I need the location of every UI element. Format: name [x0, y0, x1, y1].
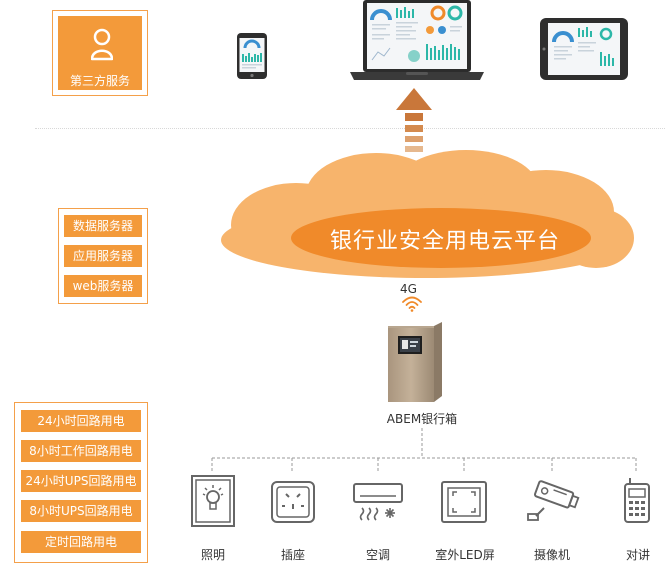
abem-cabinet-label: ABEM银行箱: [386, 412, 458, 426]
device-label-led-screen: 室外LED屏: [435, 548, 495, 562]
network-4g-label: 4G: [400, 282, 417, 296]
intercom-icon: [624, 478, 650, 523]
device-label-air-conditioner: 空调: [365, 548, 390, 562]
data-server-item[interactable]: 数据服务器: [64, 215, 142, 237]
tablet-device-icon: [540, 18, 628, 80]
section-divider: [35, 128, 665, 129]
device-label-lighting: 照明: [200, 548, 225, 562]
led-screen-icon: [441, 481, 487, 523]
web-server-item[interactable]: web服务器: [64, 275, 142, 297]
camera-icon: [527, 480, 580, 521]
circuit-item[interactable]: 24小时UPS回路用电: [21, 470, 141, 492]
circuit-item[interactable]: 定时回路用电: [21, 531, 141, 553]
wifi-signal-icon: [402, 296, 422, 312]
upload-arrow-icon: [396, 88, 432, 152]
server-group: 数据服务器 应用服务器 web服务器: [58, 208, 148, 304]
circuit-group: 24小时回路用电 8小时工作回路用电 24小时UPS回路用电 8小时UPS回路用…: [14, 402, 148, 563]
socket-icon: [271, 481, 315, 523]
cloud-platform-icon: [221, 150, 634, 278]
circuit-item[interactable]: 8小时工作回路用电: [21, 440, 141, 462]
bulb-icon: [191, 475, 235, 527]
third-party-service-box: 第三方服务: [52, 10, 148, 96]
user-icon: [91, 28, 113, 61]
laptop-device-icon: [350, 0, 484, 80]
device-label-camera: 摄像机: [533, 548, 570, 562]
air-conditioner-icon: [353, 483, 403, 521]
circuit-item[interactable]: 8小时UPS回路用电: [21, 500, 141, 522]
third-party-service-label: 第三方服务: [69, 74, 130, 88]
phone-device-icon: [237, 33, 267, 79]
cloud-platform-title: 银行业安全用电云平台: [329, 229, 560, 254]
device-label-socket: 插座: [280, 548, 305, 562]
abem-cabinet-icon[interactable]: [386, 322, 446, 404]
device-label-intercom: 对讲: [625, 548, 650, 562]
circuit-item[interactable]: 24小时回路用电: [21, 410, 141, 432]
application-server-item[interactable]: 应用服务器: [64, 245, 142, 267]
third-party-service-tile[interactable]: 第三方服务: [58, 16, 142, 90]
